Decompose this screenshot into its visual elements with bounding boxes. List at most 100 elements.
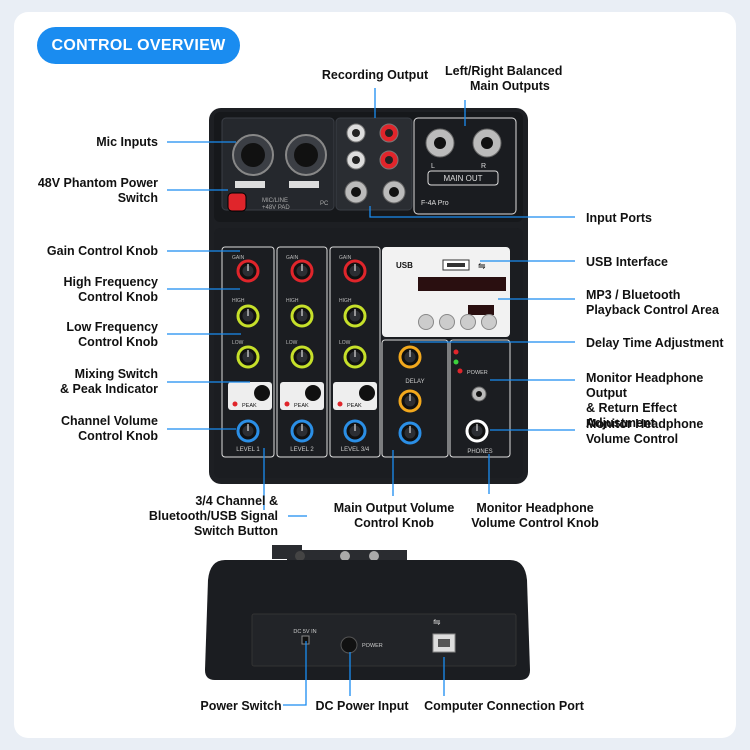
label-monitor-volume-knob-line1: Monitor Headphone [476,501,594,515]
gain-knob-1[interactable] [236,259,260,283]
label-channel-volume: Channel Volume Control Knob [20,414,158,444]
knob-label-2-3: LOW [286,340,298,346]
label-mp3-bt-line2: Playback Control Area [586,303,719,317]
dc-label: DC 5V IN [293,629,316,635]
label-switch-34-line2: Bluetooth/USB Signal [148,509,278,523]
power-back-label: POWER [362,643,383,649]
label-phantom-power: 48V Phantom Power Switch [20,176,158,206]
low-knob-1[interactable] [236,345,260,369]
right-label: R [481,163,486,170]
gain-knob-3[interactable] [343,259,367,283]
level-knob-1[interactable] [236,419,260,443]
label-monitor-volume-line1: Monitor Headphone [586,417,704,431]
label-monitor-output: Monitor Headphone Output & Return Effect… [586,371,734,431]
label-mixing-switch-line1: Mixing Switch [74,367,158,381]
main-output-knob[interactable] [398,421,422,445]
headphone-jack[interactable] [471,386,487,402]
delay-label: DELAY [405,379,424,385]
xlr-input-1[interactable] [232,134,274,176]
mixer-back: DC 5V IN POWER ⇋ [205,545,530,680]
label-phantom-power-line2: Switch [117,191,158,205]
phantom-power-button[interactable] [227,192,247,212]
rca-record-out[interactable] [346,123,399,143]
level-34-label: LEVEL 3/4 [341,447,370,453]
label-channel-volume-line1: Channel Volume [60,414,158,428]
label-monitor-output-line1: Monitor Headphone Output [586,371,704,400]
label-monitor-volume-knob: Monitor Headphone Volume Control Knob [464,501,606,531]
page-title: CONTROL OVERVIEW [37,27,240,64]
label-monitor-volume: Monitor Headphone Volume Control [586,417,726,447]
low-knob-2[interactable] [290,345,314,369]
model-label: F-4A Pro [421,200,449,207]
mp3-buttons[interactable] [418,314,497,330]
level-knob-2[interactable] [290,419,314,443]
label-main-output-knob: Main Output Volume Control Knob [326,501,462,531]
mic-line-label: MIC/LINE [262,198,288,204]
gain-knob-2[interactable] [290,259,314,283]
label-gain-knob: Gain Control Knob [46,244,158,258]
knob-label-3-3: LOW [339,340,351,346]
high-knob-3[interactable] [343,304,367,328]
label-main-outputs-line2: Main Outputs [470,79,550,93]
high-knob-2[interactable] [290,304,314,328]
label-main-outputs: Left/Right Balanced Main Outputs [445,64,585,94]
label-mic-inputs: Mic Inputs [96,135,158,149]
label-monitor-volume-line2: Volume Control [586,432,679,446]
mixer-front: MIC/LINE +48V PAD PC L R MAIN OUT F-4A P… [209,108,528,484]
label-low-freq: Low Frequency Control Knob [20,320,158,350]
label-mp3-bt-line1: MP3 / Bluetooth [586,288,681,302]
label-monitor-output-line2: & Return Effect Adjustment [586,401,677,430]
label-channel-volume-line2: Control Knob [78,429,158,443]
label-low-freq-line2: Control Knob [78,335,158,349]
usb-symbol-icon: ⇋ [433,617,441,627]
pc-label: PC [320,201,329,207]
pad-label: +48V PAD [262,205,290,211]
label-delay-time: Delay Time Adjustment [586,336,724,350]
delay-level-knob[interactable] [398,389,422,413]
low-knob-3[interactable] [343,345,367,369]
label-mixing-switch: Mixing Switch & Peak Indicator [20,367,158,397]
knob-label-3-2: HIGH [339,298,352,304]
label-phantom-power-line1: 48V Phantom Power [37,176,158,190]
callout-lines [167,88,575,706]
label-switch-34: 3/4 Channel & Bluetooth/USB Signal Switc… [140,494,278,539]
level-2-label: LEVEL 2 [290,447,314,453]
knob-label-2-1: GAIN [286,255,299,261]
label-high-freq-line1: High Frequency [63,275,158,289]
high-knob-1[interactable] [236,304,260,328]
label-power-switch: Power Switch [200,699,282,713]
label-usb-interface: USB Interface [586,255,668,269]
label-switch-34-line1: 3/4 Channel & [195,494,278,508]
label-low-freq-line1: Low Frequency [66,320,158,334]
label-input-ports: Input Ports [586,211,652,225]
knob-label-2-2: HIGH [286,298,299,304]
peak-label-2: PEAK [294,403,309,409]
knob-label-1-1: GAIN [232,255,245,261]
power-switch[interactable] [340,636,358,654]
peak-label-1: PEAK [242,403,257,409]
label-main-output-knob-line1: Main Output Volume [333,501,455,515]
level-knob-3[interactable] [343,419,367,443]
knob-label-1-3: LOW [232,340,244,346]
phones-volume-knob[interactable] [465,419,489,443]
label-high-freq: High Frequency Control Knob [20,275,158,305]
label-switch-34-line3: Switch Button [193,524,278,538]
xlr-input-2[interactable] [285,134,327,176]
label-main-outputs-line1: Left/Right Balanced [445,64,563,78]
level-1-label: LEVEL 1 [236,447,260,453]
main-out-jacks[interactable] [425,128,502,158]
label-monitor-volume-knob-line2: Volume Control Knob [471,516,599,530]
label-high-freq-line2: Control Knob [78,290,158,304]
mp3-display [418,277,506,291]
knob-label-3-1: GAIN [339,255,352,261]
rca-input[interactable] [346,150,399,170]
label-dc-input: DC Power Input [315,699,409,713]
delay-time-knob[interactable] [398,345,422,369]
label-mixing-switch-line2: & Peak Indicator [60,382,158,396]
label-main-output-knob-line2: Control Knob [354,516,434,530]
left-label: L [431,163,435,170]
label-computer-port: Computer Connection Port [424,699,584,713]
bt-display [468,305,494,315]
jack-input-ports[interactable] [344,180,406,204]
